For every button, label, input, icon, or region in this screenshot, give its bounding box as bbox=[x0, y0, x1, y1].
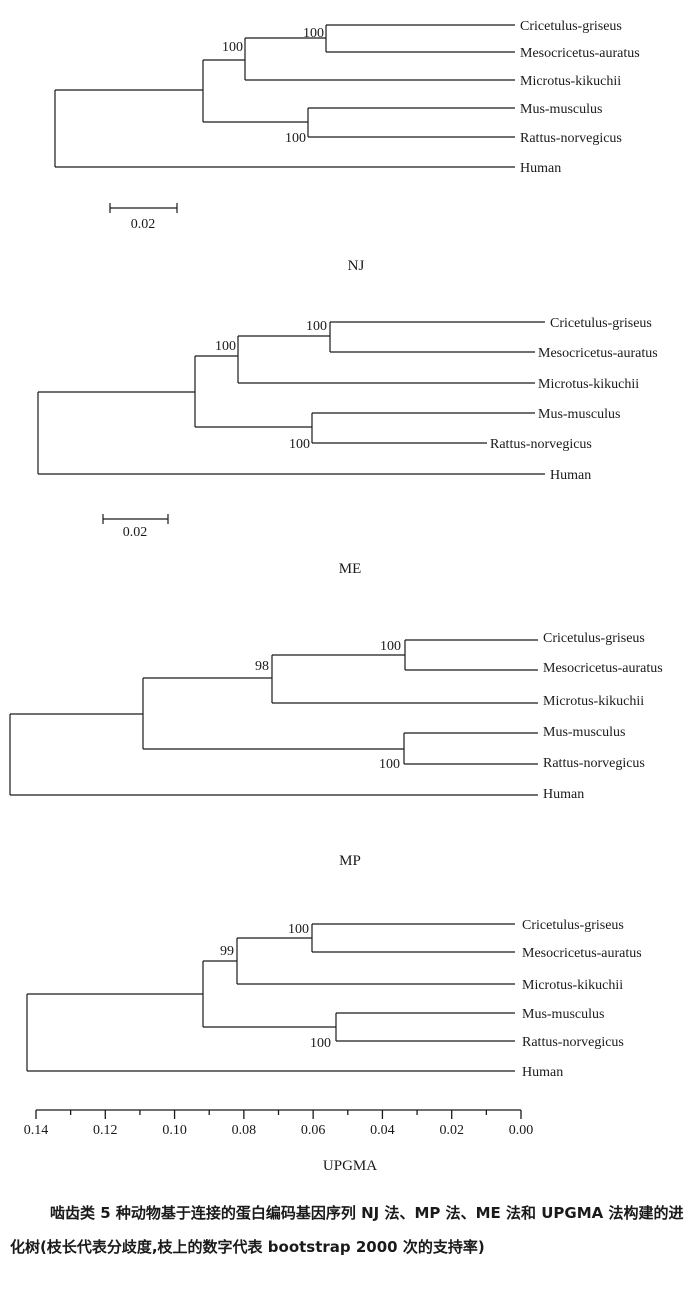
tip-label: Human bbox=[550, 468, 591, 483]
scale-bar-label: 0.02 bbox=[131, 217, 156, 232]
bootstrap-label: 100 bbox=[380, 639, 401, 654]
tree-nj: 100 100 100 Cricetulus-griseus Mesocrice… bbox=[54, 19, 640, 274]
bootstrap-label: 100 bbox=[289, 437, 310, 452]
tip-label: Human bbox=[520, 161, 561, 176]
tip-label: Human bbox=[543, 787, 584, 802]
scale-bar: 0.02 bbox=[102, 514, 169, 540]
axis-ticks: 0.14 0.12 0.10 0.08 0.06 0.04 0.02 0.00 bbox=[24, 1110, 534, 1138]
method-label: NJ bbox=[348, 258, 365, 274]
tip-label: Microtus-kikuchii bbox=[543, 694, 644, 709]
bootstrap-label: 100 bbox=[285, 131, 306, 146]
tree-mp: 100 98 100 Cricetulus-griseus Mesocricet… bbox=[9, 631, 663, 869]
bootstrap-label: 100 bbox=[306, 319, 327, 334]
tip-label: Mus-musculus bbox=[522, 1007, 604, 1022]
tree-upgma-branches bbox=[26, 923, 515, 1072]
tip-label: Mesocricetus-auratus bbox=[522, 946, 642, 961]
tip-label: Mesocricetus-auratus bbox=[520, 46, 640, 61]
method-label: ME bbox=[339, 561, 362, 577]
tip-label: Microtus-kikuchii bbox=[538, 377, 639, 392]
tip-label: Cricetulus-griseus bbox=[550, 316, 652, 331]
tip-label: Cricetulus-griseus bbox=[520, 19, 622, 34]
axis-tick-label: 0.10 bbox=[162, 1123, 187, 1138]
tip-label: Mesocricetus-auratus bbox=[538, 346, 658, 361]
tip-label: Human bbox=[522, 1065, 563, 1080]
method-label: UPGMA bbox=[323, 1158, 377, 1174]
bootstrap-label: 100 bbox=[215, 339, 236, 354]
tip-label: Mus-musculus bbox=[520, 102, 602, 117]
tip-label: Rattus-norvegicus bbox=[520, 131, 622, 146]
tree-me: 100 100 100 Cricetulus-griseus Mesocrice… bbox=[37, 316, 658, 577]
tip-label: Mus-musculus bbox=[543, 725, 625, 740]
tip-label: Microtus-kikuchii bbox=[522, 978, 623, 993]
tip-label: Mesocricetus-auratus bbox=[543, 661, 663, 676]
tip-label: Cricetulus-griseus bbox=[522, 918, 624, 933]
tip-label: Rattus-norvegicus bbox=[490, 437, 592, 452]
tip-label: Rattus-norvegicus bbox=[543, 756, 645, 771]
bootstrap-label: 100 bbox=[222, 40, 243, 55]
bootstrap-label: 98 bbox=[255, 659, 269, 674]
bootstrap-label: 100 bbox=[288, 922, 309, 937]
tree-upgma: 100 99 100 Cricetulus-griseus Mesocricet… bbox=[24, 918, 642, 1174]
tip-label: Rattus-norvegicus bbox=[522, 1035, 624, 1050]
axis-tick-label: 0.00 bbox=[509, 1123, 534, 1138]
tip-label: Microtus-kikuchii bbox=[520, 74, 621, 89]
figure-caption: 啮齿类 5 种动物基于连接的蛋白编码基因序列 NJ 法、MP 法、ME 法和 U… bbox=[10, 1204, 684, 1256]
tree-mp-branches bbox=[9, 639, 538, 796]
tip-label: Cricetulus-griseus bbox=[543, 631, 645, 646]
bootstrap-label: 100 bbox=[303, 26, 324, 41]
axis-tick-label: 0.04 bbox=[370, 1123, 395, 1138]
axis-tick-label: 0.06 bbox=[301, 1123, 326, 1138]
bootstrap-label: 100 bbox=[379, 757, 400, 772]
scale-bar-label: 0.02 bbox=[123, 525, 148, 540]
tip-label: Mus-musculus bbox=[538, 407, 620, 422]
tree-nj-branches bbox=[54, 24, 515, 168]
axis-tick-label: 0.08 bbox=[232, 1123, 257, 1138]
tree-me-branches bbox=[37, 321, 545, 475]
bootstrap-label: 100 bbox=[310, 1036, 331, 1051]
method-label: MP bbox=[339, 853, 361, 869]
distance-axis: 0.14 0.12 0.10 0.08 0.06 0.04 0.02 0.00 bbox=[24, 1109, 534, 1138]
scale-bar: 0.02 bbox=[109, 203, 178, 232]
axis-tick-label: 0.12 bbox=[93, 1123, 118, 1138]
bootstrap-label: 99 bbox=[220, 944, 234, 959]
axis-tick-label: 0.02 bbox=[439, 1123, 464, 1138]
axis-tick-label: 0.14 bbox=[24, 1123, 49, 1138]
